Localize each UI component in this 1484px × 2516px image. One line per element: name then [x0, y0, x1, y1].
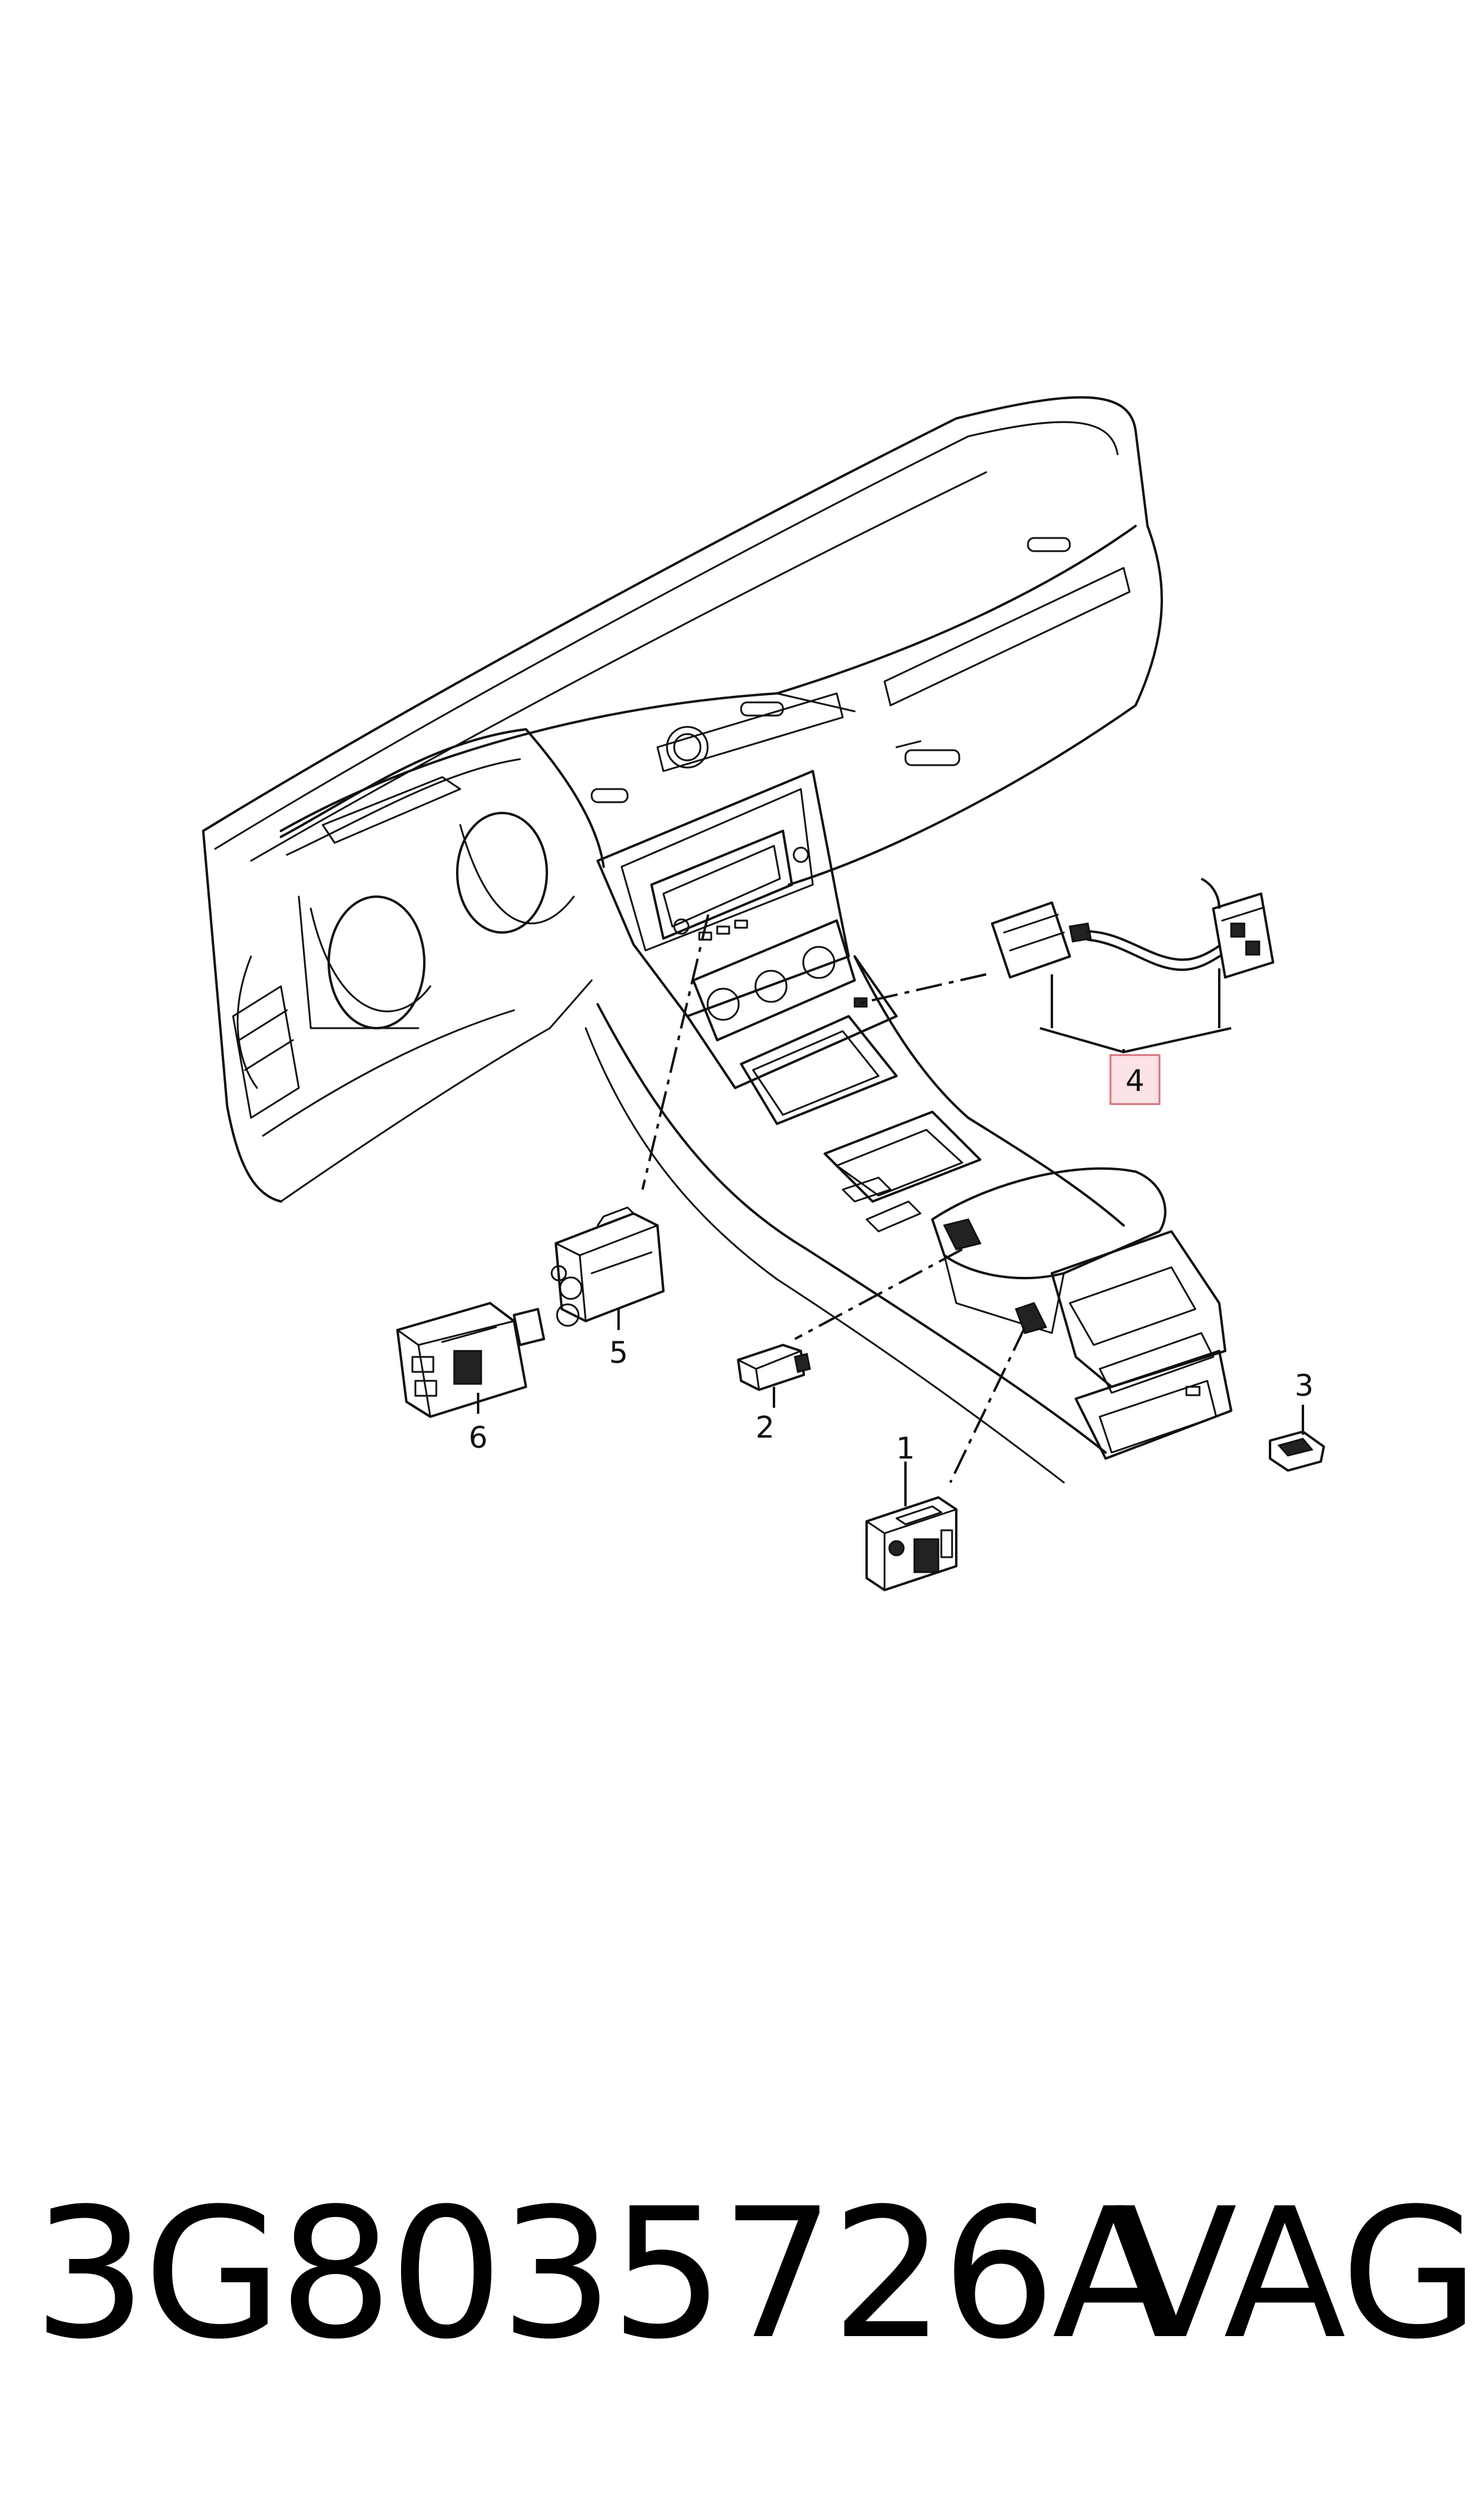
- part-6-switch-block[interactable]: [396, 1302, 545, 1418]
- callout-4[interactable]: 4: [1125, 1063, 1145, 1098]
- part-number: 3G8035726A: [33, 2170, 1175, 2379]
- part-5-control-module[interactable]: [550, 1206, 665, 1330]
- part-4-cable-harness[interactable]: [991, 878, 1274, 1105]
- callout-3: 3: [1295, 1368, 1314, 1403]
- callout-1: 1: [896, 1431, 915, 1466]
- brand-label: VAG: [1115, 2170, 1479, 2379]
- part-3-usb-insert[interactable]: [1269, 1405, 1325, 1472]
- callout-6: 6: [469, 1420, 488, 1455]
- part-1-usb-socket[interactable]: [865, 1462, 957, 1591]
- leader-lines: [641, 914, 1026, 1483]
- callout-labels: 1 2 3 4 5 6: [469, 1063, 1314, 1466]
- callout-2: 2: [755, 1410, 775, 1445]
- callout-4-highlight: [1109, 1054, 1161, 1105]
- dashboard-illustration: [202, 396, 1232, 1484]
- callout-5: 5: [609, 1335, 628, 1370]
- part-2-connector[interactable]: [737, 1344, 811, 1408]
